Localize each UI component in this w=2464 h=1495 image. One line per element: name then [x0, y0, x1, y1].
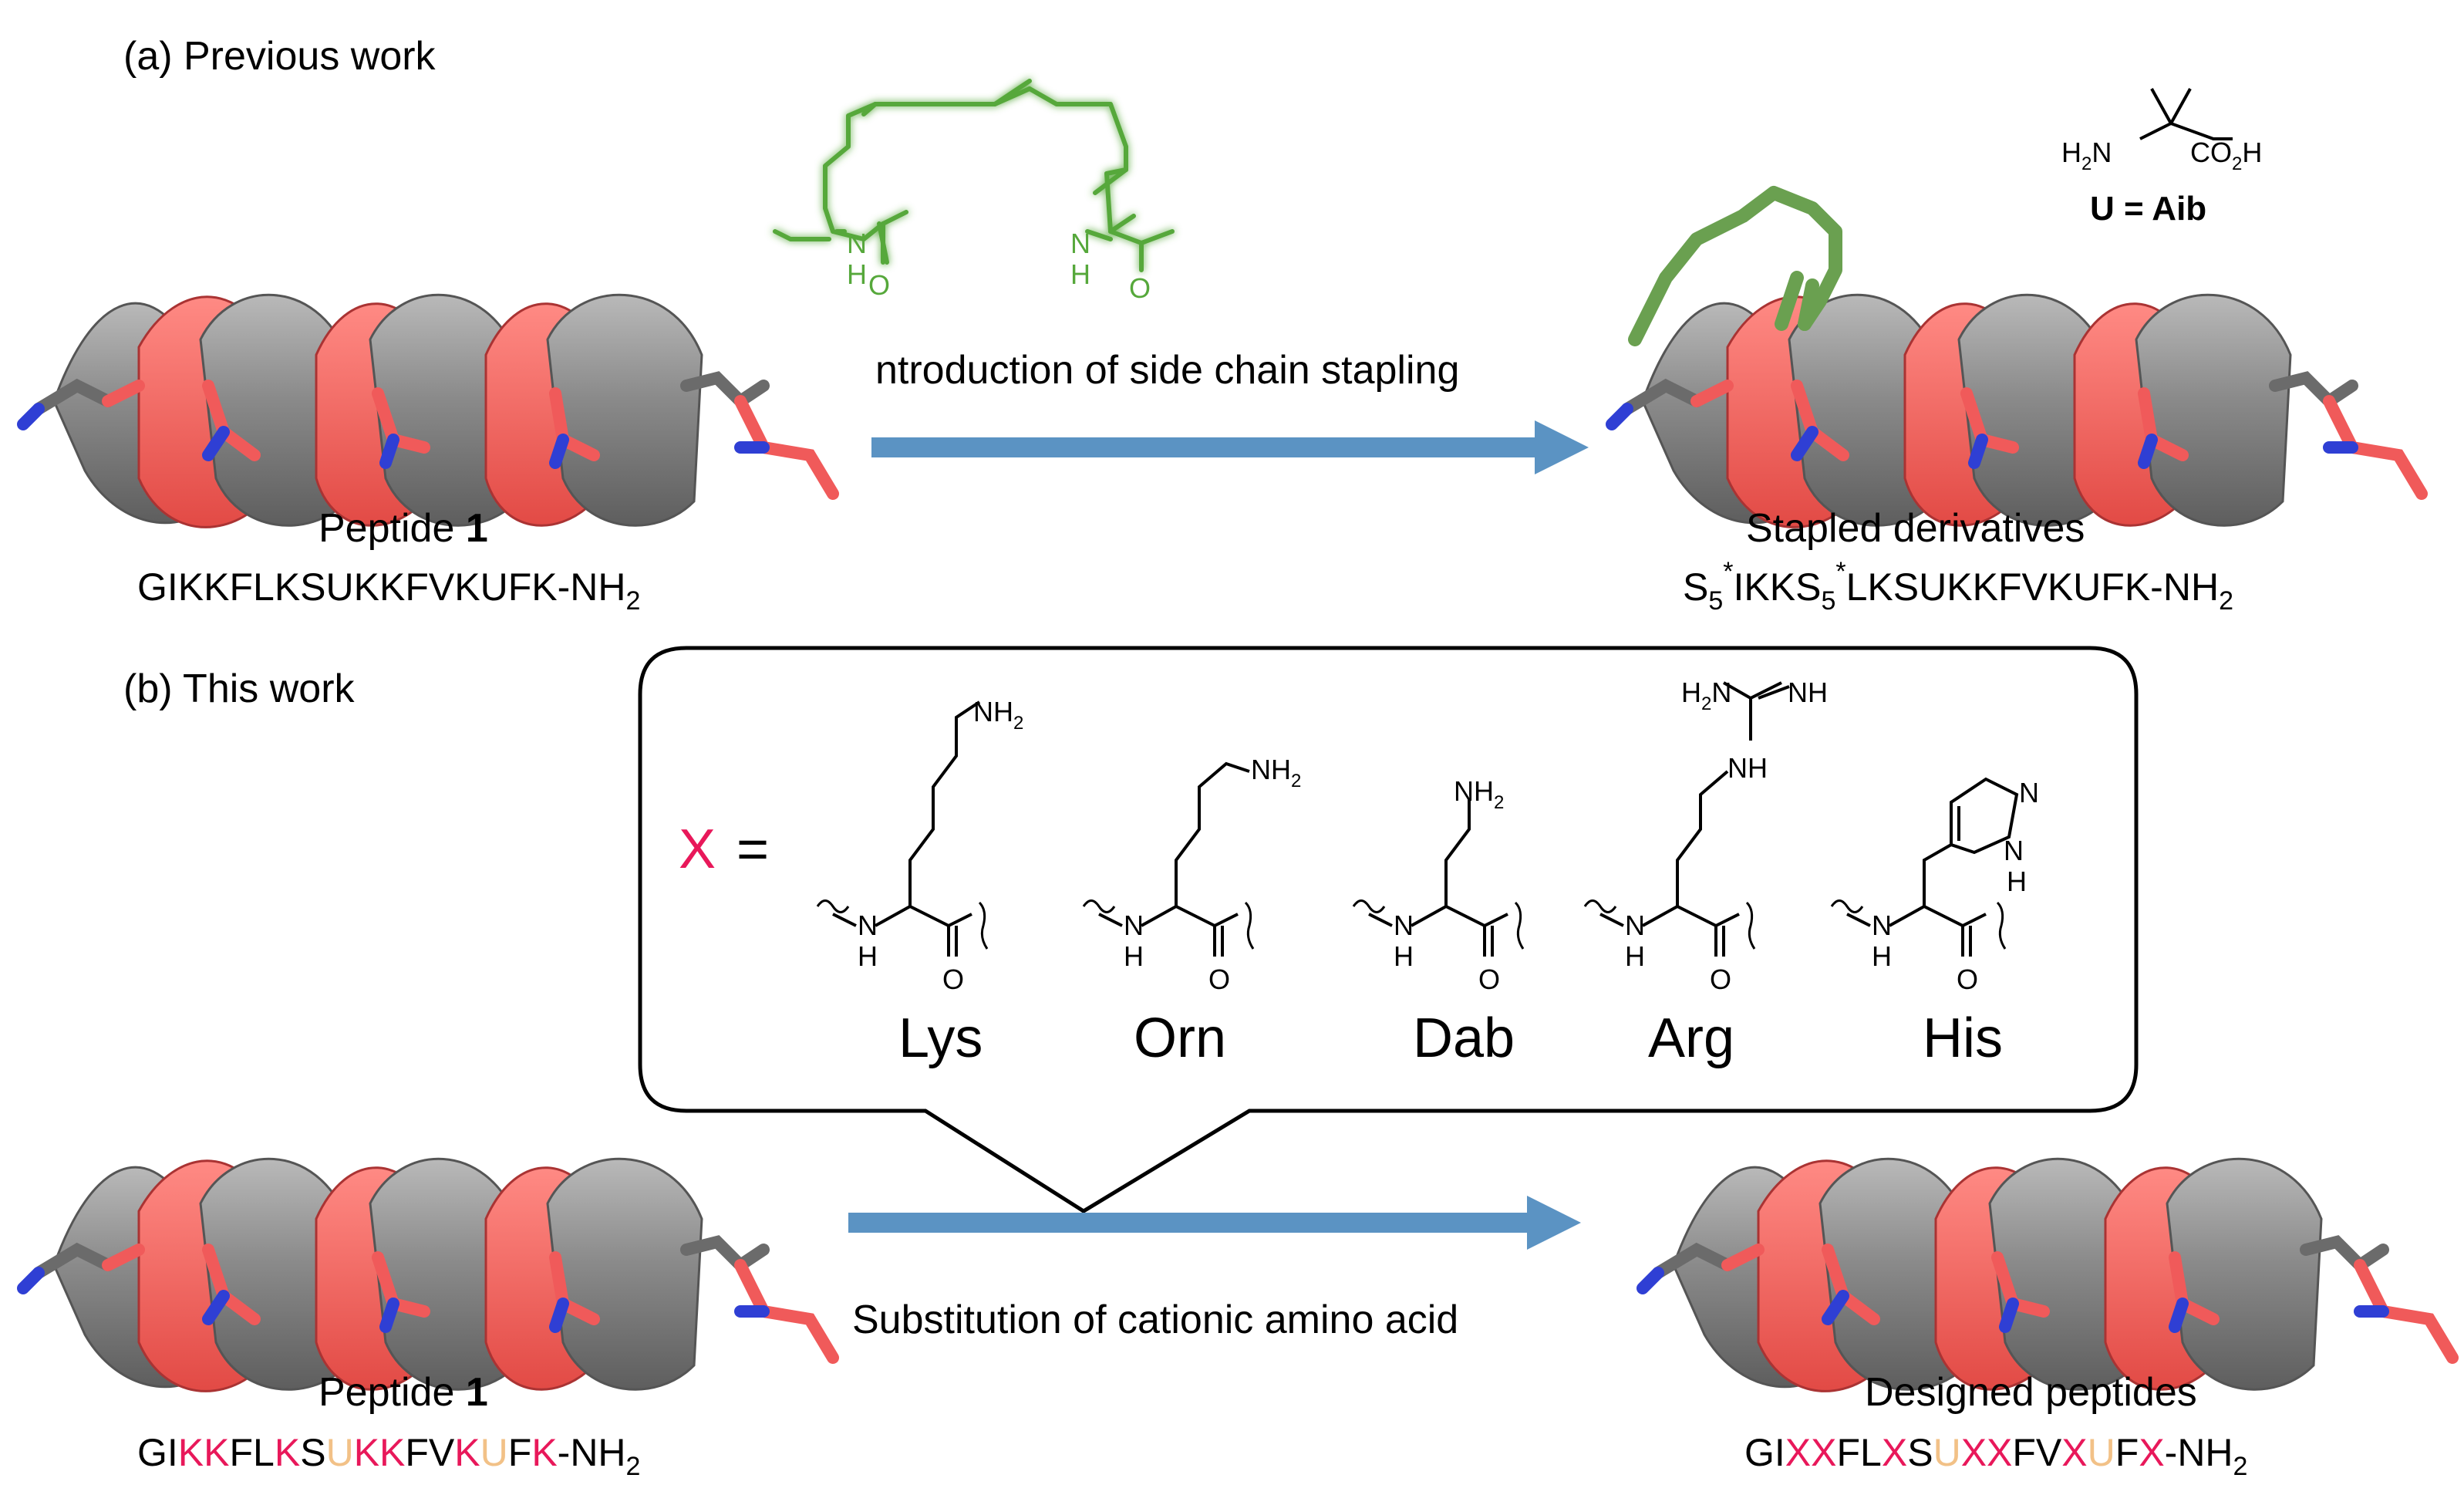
svg-text:N: N [858, 909, 878, 941]
panel-a-right-seq: S5*IKKS5*LKSUKKFVKUFK-NH2 [1683, 557, 2233, 616]
panel-a-title: (a) Previous work [123, 34, 437, 79]
staple-atoms: N H O N H O [847, 228, 1151, 304]
aa-name-dab: Dab [1413, 1007, 1515, 1069]
aib-amine: H2N [2061, 137, 2112, 174]
seq-segment: K [275, 1431, 300, 1474]
seq-segment: FL [230, 1431, 275, 1474]
panel-b-arrow [848, 1196, 1581, 1250]
helix-stapled [1612, 295, 2422, 527]
helix-designed [1643, 1159, 2452, 1391]
aa-name-his: His [1923, 1007, 2003, 1069]
arg-nh-lower: NH [1727, 752, 1768, 784]
svg-text:O: O [1478, 963, 1500, 995]
svg-text:N: N [847, 228, 867, 259]
aib-acid: CO2H [2190, 137, 2262, 174]
aib-label: U = Aib [2090, 190, 2206, 228]
staple-structure [773, 79, 1175, 272]
x-equals: = [737, 818, 769, 880]
seq-segment: GI [137, 1431, 178, 1474]
his-h-ring: H [2007, 866, 2027, 897]
amino-acid-names: Lys Orn Dab Arg His [898, 1007, 2003, 1069]
svg-text:N: N [1124, 909, 1144, 941]
svg-text:N: N [1625, 909, 1645, 941]
svg-text:H: H [858, 940, 878, 972]
seq-segment: -NH [558, 1431, 626, 1474]
panel-b-left-label: Peptide 1 [319, 1370, 488, 1415]
svg-text:O: O [1129, 272, 1151, 304]
seq-segment: GI [1744, 1431, 1785, 1474]
panel-b-left-seq: GIKKFLKSUKKFVKUFK-NH2 [137, 1431, 640, 1481]
seq-segment: U [326, 1431, 354, 1474]
seq-segment: KK [178, 1431, 230, 1474]
seq-segment: X [2061, 1431, 2087, 1474]
svg-text:H: H [1394, 940, 1414, 972]
svg-text:O: O [868, 269, 890, 301]
svg-text:N: N [1872, 909, 1892, 941]
seq-segment: -NH [2165, 1431, 2233, 1474]
backbone-atoms: N H O N H O N H O N H O N H O [858, 909, 1978, 995]
seq-segment: F [2115, 1431, 2139, 1474]
svg-text:H: H [847, 258, 867, 290]
svg-text:O: O [1710, 963, 1731, 995]
amino-acid-skeletons [816, 681, 2019, 957]
panel-b-right-seq: GIXXFLXSUXXFVXUFX-NH2 [1744, 1431, 2247, 1481]
his-n-top: N [2019, 777, 2039, 808]
svg-text:O: O [1208, 963, 1230, 995]
helix-peptide-1-a [23, 295, 833, 527]
svg-text:O: O [942, 963, 964, 995]
svg-text:H: H [1124, 940, 1144, 972]
seq-segment: XX [1961, 1431, 2013, 1474]
seq-segment: FV [405, 1431, 455, 1474]
x-symbol: X [679, 818, 716, 880]
aa-name-orn: Orn [1134, 1007, 1226, 1069]
panel-b-right-label: Designed peptides [1865, 1370, 2197, 1415]
dab-nh2: NH2 [1454, 775, 1504, 813]
arg-h2n: H2N [1681, 677, 1731, 714]
seq-segment: XX [1785, 1431, 1837, 1474]
panel-a-left-label: Peptide 1 [319, 506, 488, 551]
svg-text:H: H [1872, 940, 1892, 972]
seq-segment: U [2088, 1431, 2115, 1474]
helix-peptide-1-b [23, 1159, 833, 1391]
seq-segment: FL [1837, 1431, 1882, 1474]
seq-segment: KK [354, 1431, 406, 1474]
orn-nh2: NH2 [1251, 754, 1301, 791]
seq-segment: X [1882, 1431, 1907, 1474]
panel-a-arrow [871, 420, 1589, 474]
seq-segment: FV [2012, 1431, 2062, 1474]
panel-a-arrow-label: ntroduction of side chain stapling [875, 348, 1459, 393]
his-nh-ring: N [2004, 835, 2024, 866]
svg-text:N: N [1070, 228, 1090, 259]
aa-name-arg: Arg [1648, 1007, 1734, 1069]
svg-text:O: O [1957, 963, 1978, 995]
seq-subscript: 2 [2233, 1452, 2248, 1481]
svg-text:H: H [1625, 940, 1645, 972]
seq-subscript: 2 [626, 1452, 641, 1481]
seq-segment: F [508, 1431, 532, 1474]
seq-segment: S [1907, 1431, 1933, 1474]
amino-acid-callout [638, 646, 2139, 1213]
arg-nh: NH [1788, 677, 1828, 708]
seq-segment: X [2139, 1431, 2164, 1474]
panel-a-left-seq: GIKKFLKSUKKFVKUFK-NH2 [137, 565, 640, 616]
svg-text:H: H [1070, 258, 1090, 290]
seq-segment: U [1933, 1431, 1961, 1474]
seq-segment: K [454, 1431, 480, 1474]
panel-b-arrow-label: Substitution of cationic amino acid [852, 1298, 1458, 1342]
lys-nh2: NH2 [973, 696, 1023, 734]
seq-segment: U [480, 1431, 508, 1474]
aib-structure [2139, 88, 2233, 140]
svg-text:N: N [1394, 909, 1414, 941]
helix-staple-sticks [1628, 186, 1842, 346]
seq-segment: S [300, 1431, 325, 1474]
panel-a-right-label: Stapled derivatives [1746, 506, 2085, 551]
panel-b-title: (b) This work [123, 667, 356, 711]
seq-segment: K [531, 1431, 557, 1474]
aa-name-lys: Lys [898, 1007, 983, 1069]
